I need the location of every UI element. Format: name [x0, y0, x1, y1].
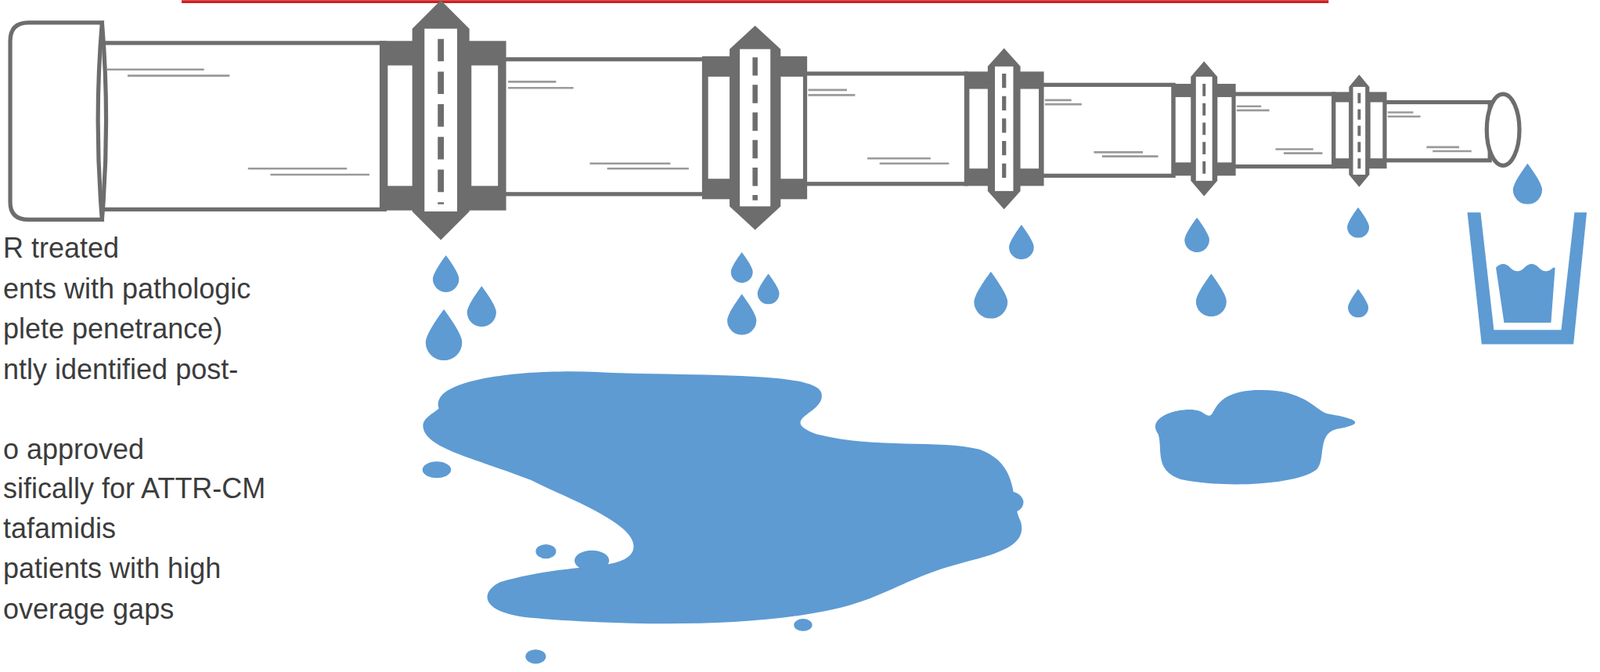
side-note-line: ents with pathologic: [3, 272, 251, 306]
side-note-line: tafamidis: [3, 511, 116, 545]
side-note-line: sifically for ATTR-CM: [3, 472, 266, 505]
side-note-line: patients with high: [3, 551, 221, 585]
side-note-line: R treated: [3, 231, 119, 265]
side-note-line: o approved: [3, 432, 145, 466]
side-note-line: plete penetrance): [3, 312, 223, 346]
side-note-line: overage gaps: [3, 592, 174, 626]
side-note-line: ntly identified post-: [3, 353, 238, 386]
red-rule: [181, 0, 1329, 4]
pipe: [10, 0, 1520, 240]
water: [422, 163, 1587, 664]
